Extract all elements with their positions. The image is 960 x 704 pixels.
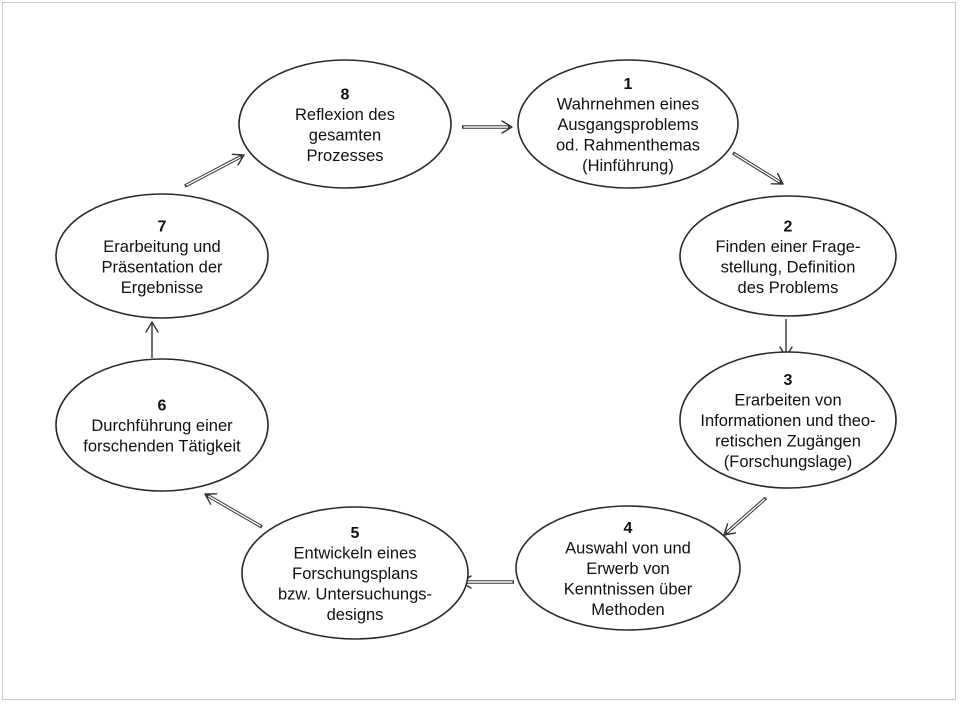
step-ellipse-6 <box>55 358 269 492</box>
arrow-7-to-8 <box>184 153 245 188</box>
step-number-1: 1 <box>624 76 633 93</box>
arrow-5-to-6 <box>204 493 263 529</box>
step-text-line: (Hinführung) <box>582 157 674 175</box>
edges-layer <box>145 120 793 589</box>
step-text-line: Auswahl von und <box>565 540 691 558</box>
step-text-line: stellung, Definition <box>721 258 856 276</box>
step-text-line: Reflexion des <box>295 106 395 124</box>
step-text-line: bzw. Untersuchungs- <box>278 586 432 604</box>
step-number-4: 4 <box>624 520 633 537</box>
step-ellipse-7 <box>55 193 269 319</box>
arrow-8-to-1 <box>462 120 513 134</box>
step-number-6: 6 <box>158 398 167 415</box>
step-ellipse-2 <box>679 195 897 317</box>
step-number-5: 5 <box>351 525 360 542</box>
step-text-line: Erwerb von <box>586 560 669 578</box>
arrow-1-to-2 <box>732 151 784 185</box>
step-ellipse-5 <box>241 506 469 640</box>
step-ellipse-8 <box>238 59 452 189</box>
step-text-line: Durchführung einer <box>91 417 233 435</box>
step-text-line: Wahrnehmen eines <box>557 96 699 114</box>
arrow-6-to-7 <box>145 321 159 358</box>
step-text-line: Erarbeitung und <box>103 238 220 256</box>
step-text-line: designs <box>327 606 384 624</box>
step-text-line: Entwickeln eines <box>294 545 417 563</box>
step-text-line: Ergebnisse <box>121 279 204 297</box>
step-text-line: Ausgangsproblems <box>557 116 698 134</box>
arrow-3-to-4 <box>723 496 768 536</box>
step-text-line: Kenntnissen über <box>564 581 693 599</box>
step-text-line: forschenden Tätigkeit <box>83 438 241 456</box>
step-text-line: Prozesses <box>306 147 383 165</box>
arrow-4-to-5 <box>460 575 514 589</box>
step-text-line: Präsentation der <box>101 258 223 276</box>
step-number-8: 8 <box>341 86 350 103</box>
step-text-line: Finden einer Frage- <box>716 238 861 256</box>
step-text-line: Erarbeiten von <box>734 392 841 410</box>
step-text-line: retischen Zugängen <box>715 433 861 451</box>
step-text-line: (Forschungslage) <box>724 453 852 471</box>
step-number-2: 2 <box>784 218 793 235</box>
step-text-line: Forschungsplans <box>292 565 418 583</box>
step-text-line: gesamten <box>309 126 381 144</box>
step-number-3: 3 <box>784 372 793 389</box>
step-ellipse-1 <box>517 59 739 189</box>
step-text-line: Methoden <box>591 601 664 619</box>
step-text-line: Informationen und theo- <box>700 412 875 430</box>
step-ellipse-4 <box>515 505 741 631</box>
step-number-7: 7 <box>158 218 167 235</box>
step-text-line: des Problems <box>738 279 839 297</box>
step-text-line: od. Rahmenthemas <box>556 137 700 155</box>
step-ellipse-3 <box>679 351 897 489</box>
